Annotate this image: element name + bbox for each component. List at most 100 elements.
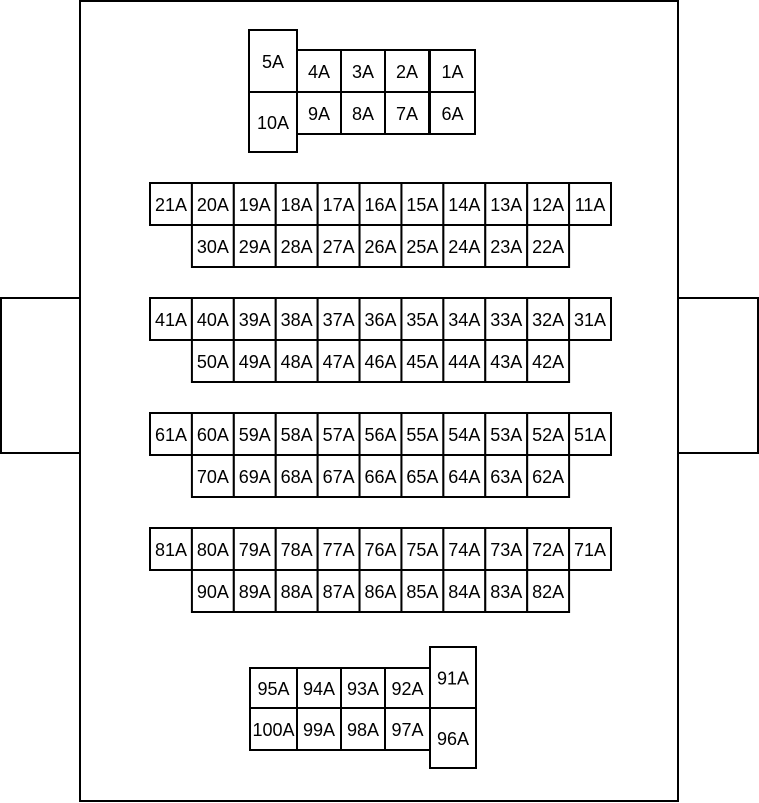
terminal-cell bbox=[568, 182, 612, 226]
terminal-label: 76A bbox=[364, 540, 396, 560]
terminal-label: 13A bbox=[490, 195, 522, 215]
terminal-cell bbox=[232, 412, 277, 456]
terminal-cell bbox=[384, 91, 430, 135]
terminal-label: 6A bbox=[441, 104, 463, 124]
terminal-cell bbox=[384, 667, 431, 709]
terminal-label: 71A bbox=[574, 540, 606, 560]
terminal-label: 58A bbox=[281, 425, 313, 445]
terminal-label: 41A bbox=[155, 310, 187, 330]
terminal-label: 29A bbox=[239, 237, 271, 257]
terminal-cell bbox=[340, 49, 386, 93]
terminal-label: 4A bbox=[308, 62, 330, 82]
terminal-cell bbox=[149, 182, 193, 226]
terminal-cell bbox=[296, 91, 342, 135]
terminal-label: 17A bbox=[323, 195, 355, 215]
terminal-label: 82A bbox=[532, 582, 564, 602]
terminal-label: 83A bbox=[490, 582, 522, 602]
terminal-label: 14A bbox=[448, 195, 480, 215]
terminal-label: 5A bbox=[262, 52, 284, 72]
terminal-label: 45A bbox=[406, 352, 438, 372]
terminal-label: 46A bbox=[364, 352, 396, 372]
terminal-cell bbox=[296, 49, 342, 93]
terminal-label: 57A bbox=[323, 425, 355, 445]
terminal-label: 21A bbox=[155, 195, 187, 215]
terminal-cell bbox=[484, 454, 529, 498]
terminal-label: 55A bbox=[406, 425, 438, 445]
terminal-label: 63A bbox=[490, 467, 522, 487]
terminal-cell bbox=[149, 297, 193, 341]
terminal-cell bbox=[358, 412, 403, 456]
terminal-cell bbox=[190, 569, 235, 613]
terminal-cell bbox=[232, 224, 277, 268]
terminal-label: 26A bbox=[364, 237, 396, 257]
terminal-cell bbox=[340, 91, 386, 135]
terminal-cell bbox=[568, 297, 612, 341]
terminal-cell bbox=[400, 412, 445, 456]
terminal-label: 93A bbox=[347, 679, 379, 699]
terminal-label: 59A bbox=[239, 425, 271, 445]
terminal-cell bbox=[442, 182, 487, 226]
terminal-label: 12A bbox=[532, 195, 564, 215]
terminal-label: 22A bbox=[532, 237, 564, 257]
terminal-label: 70A bbox=[197, 467, 229, 487]
terminal-label: 66A bbox=[364, 467, 396, 487]
terminal-cell bbox=[190, 454, 235, 498]
terminal-label: 100A bbox=[252, 720, 294, 740]
terminal-label: 69A bbox=[239, 467, 271, 487]
terminal-label: 20A bbox=[197, 195, 229, 215]
terminal-label: 28A bbox=[281, 237, 313, 257]
left-tab bbox=[0, 297, 81, 454]
terminal-label: 65A bbox=[406, 467, 438, 487]
terminal-cell bbox=[526, 569, 571, 613]
terminal-label: 44A bbox=[448, 352, 480, 372]
terminal-cell bbox=[384, 707, 431, 751]
terminal-label: 35A bbox=[406, 310, 438, 330]
terminal-label: 43A bbox=[490, 352, 522, 372]
terminal-label: 18A bbox=[281, 195, 313, 215]
terminal-label: 24A bbox=[448, 237, 480, 257]
terminal-cell bbox=[484, 224, 529, 268]
terminal-cell bbox=[249, 707, 298, 751]
terminal-label: 42A bbox=[532, 352, 564, 372]
right-tab bbox=[677, 297, 759, 454]
terminal-label: 72A bbox=[532, 540, 564, 560]
terminal-label: 30A bbox=[197, 237, 229, 257]
terminal-label: 88A bbox=[281, 582, 313, 602]
terminal-cell bbox=[429, 707, 477, 769]
terminal-label: 67A bbox=[323, 467, 355, 487]
terminal-cell bbox=[526, 454, 571, 498]
terminal-cell bbox=[429, 91, 476, 135]
terminal-label: 68A bbox=[281, 467, 313, 487]
terminal-cell bbox=[400, 339, 445, 383]
terminal-label: 99A bbox=[303, 720, 335, 740]
terminal-cell bbox=[526, 224, 571, 268]
terminal-label: 7A bbox=[396, 104, 418, 124]
terminal-label: 16A bbox=[364, 195, 396, 215]
terminal-label: 80A bbox=[197, 540, 229, 560]
terminal-label: 97A bbox=[391, 720, 423, 740]
terminal-label: 53A bbox=[490, 425, 522, 445]
terminal-cell bbox=[429, 49, 476, 93]
terminal-label: 54A bbox=[448, 425, 480, 445]
terminal-label: 89A bbox=[239, 582, 271, 602]
terminal-cell bbox=[358, 454, 403, 498]
terminal-cell bbox=[526, 339, 571, 383]
terminal-cell bbox=[316, 297, 361, 341]
terminal-cell bbox=[232, 297, 277, 341]
terminal-cell bbox=[400, 527, 445, 571]
terminal-label: 32A bbox=[532, 310, 564, 330]
terminal-cell bbox=[232, 182, 277, 226]
terminal-label: 61A bbox=[155, 425, 187, 445]
terminal-cell bbox=[340, 667, 386, 709]
terminal-label: 10A bbox=[257, 113, 289, 133]
terminal-label: 50A bbox=[197, 352, 229, 372]
terminal-cell bbox=[384, 49, 430, 93]
terminal-label: 8A bbox=[352, 104, 374, 124]
terminal-cell bbox=[149, 527, 193, 571]
terminal-label: 62A bbox=[532, 467, 564, 487]
terminal-cell bbox=[274, 569, 319, 613]
terminal-cell bbox=[400, 569, 445, 613]
terminal-label: 85A bbox=[406, 582, 438, 602]
